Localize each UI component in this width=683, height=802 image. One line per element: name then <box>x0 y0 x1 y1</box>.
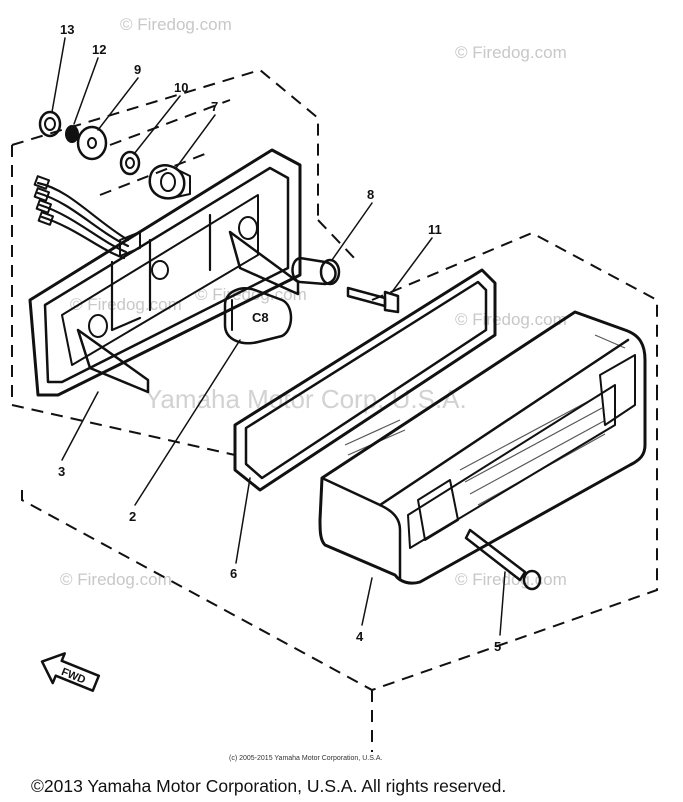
center-watermark: Yamaha Motor Corp. U.S.A. <box>145 384 467 414</box>
watermark: © Firedog.com <box>60 570 172 589</box>
callout-4: 4 <box>356 629 364 644</box>
callout-3: 3 <box>58 464 65 479</box>
bulb-marking: C8 <box>252 310 269 325</box>
socket-components <box>38 110 191 200</box>
forward-arrow: FWD <box>40 652 101 692</box>
lamp-base-housing <box>28 148 302 397</box>
callouts: 13 12 9 10 7 8 11 3 2 6 4 5 <box>58 22 501 654</box>
bulb: C8 <box>223 287 293 345</box>
callout-13: 13 <box>60 22 74 37</box>
small-copyright: (c) 2005-2015 Yamaha Motor Corporation, … <box>229 755 382 762</box>
callout-9: 9 <box>134 62 141 77</box>
leader-lines <box>51 37 506 636</box>
lens-screw <box>464 528 542 591</box>
footer-copyright: ©2013 Yamaha Motor Corporation, U.S.A. A… <box>31 776 506 796</box>
callout-7: 7 <box>211 99 218 114</box>
callout-10: 10 <box>174 80 188 95</box>
gasket <box>233 268 497 492</box>
callout-2: 2 <box>129 509 136 524</box>
assembly-boundary <box>11 68 658 752</box>
lens <box>318 310 647 585</box>
callout-5: 5 <box>494 639 501 654</box>
callout-6: 6 <box>230 566 237 581</box>
collar-and-bolt <box>291 256 400 314</box>
watermark: © Firedog.com <box>455 310 567 329</box>
callout-8: 8 <box>367 187 374 202</box>
watermark: © Firedog.com <box>70 295 182 314</box>
callout-11: 11 <box>428 222 442 237</box>
wiring-harness <box>33 175 130 260</box>
watermark: © Firedog.com <box>455 43 567 62</box>
watermark: © Firedog.com <box>120 15 232 34</box>
callout-12: 12 <box>92 42 106 57</box>
